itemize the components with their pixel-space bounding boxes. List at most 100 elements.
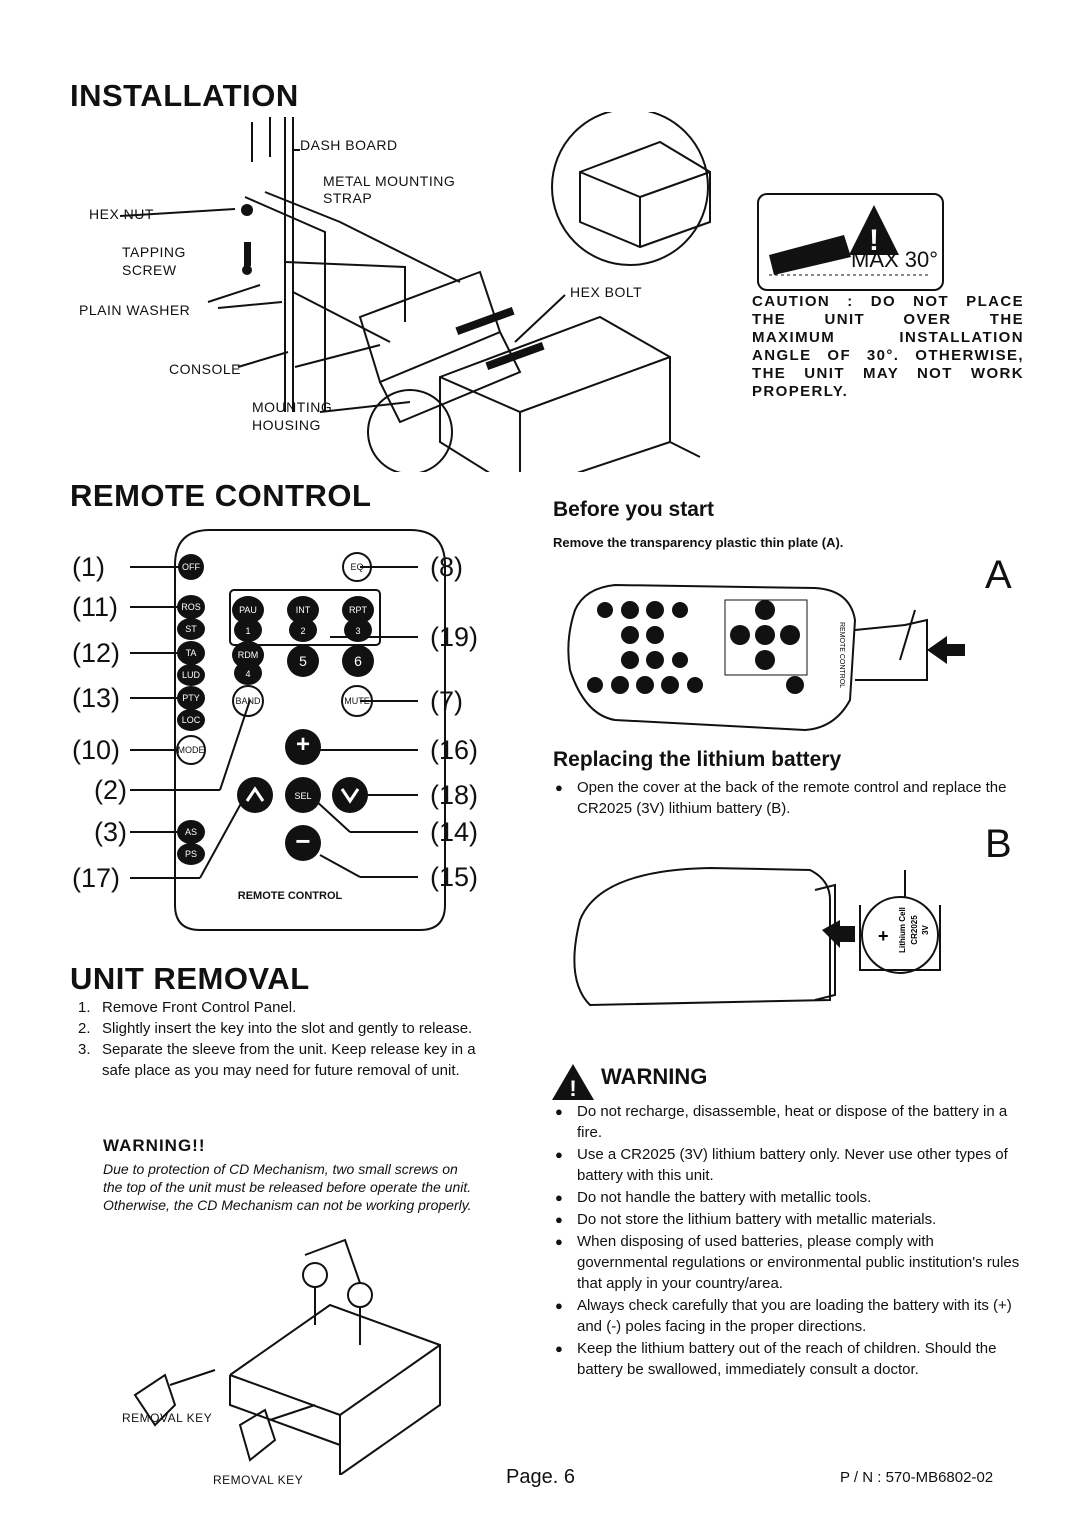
unit-warning-title: WARNING!!: [103, 1136, 206, 1155]
callout-18: (18): [430, 780, 479, 810]
btn-pau-label: PAU: [239, 605, 257, 615]
warning-item: When disposing of used batteries, please…: [553, 1231, 1023, 1294]
callout-8: (8): [430, 552, 463, 582]
btn-pty-label: PTY: [182, 693, 200, 703]
cell-text-2: CR2025: [910, 915, 919, 945]
btn-loc-label: LOC: [182, 715, 201, 725]
off-button: [178, 554, 204, 580]
btn-6-label: 6: [354, 653, 362, 669]
part-number: P / N : 570-MB6802-02: [840, 1469, 994, 1486]
step-number: 3.: [78, 1041, 91, 1058]
unit-removal-diagram: [133, 1238, 441, 1475]
btn-mode-label: MODE: [178, 745, 205, 755]
replace-battery-list: Open the cover at the back of the remote…: [553, 777, 1023, 820]
btn-int-label: INT: [296, 605, 311, 615]
warning-title: WARNING: [601, 1064, 708, 1089]
svg-text:−: −: [295, 826, 310, 856]
cell-text-3: 3V: [921, 924, 930, 934]
removal-step: 2. Slightly insert the key into the slot …: [78, 1018, 498, 1039]
label-tapping-2: SCREW: [122, 262, 177, 278]
callout-19: (19): [430, 622, 479, 652]
removal-step: 3.Separate the sleeve from the unit. Kee…: [78, 1039, 498, 1081]
label-hex-nut: HEX NUT: [89, 206, 154, 222]
unit-removal-title: UNIT REMOVAL: [70, 961, 310, 996]
callout-10: (10): [72, 735, 121, 765]
unit-warning-text: Due to protection of CD Mechanism, two s…: [103, 1161, 472, 1213]
step-number: 2.: [78, 1020, 91, 1037]
label-console: CONSOLE: [169, 361, 241, 377]
figure-letter-b: B: [985, 822, 1012, 866]
label-dash-board: DASH BOARD: [300, 137, 398, 153]
cell-text-1: Lithium Cell: [898, 907, 907, 953]
callout-3: (3): [94, 817, 127, 847]
caution-text: CAUTION : DO NOT PLACE THE UNIT OVER THE…: [752, 293, 1024, 401]
callout-14: (14): [430, 817, 479, 847]
btn-2-label: 2: [300, 626, 305, 636]
btn-3-label: 3: [355, 626, 360, 636]
btn-st-label: ST: [185, 624, 197, 634]
btn-ps-label: PS: [185, 849, 197, 859]
btn-rpt-label: RPT: [349, 605, 368, 615]
label-tapping-1: TAPPING: [122, 244, 186, 260]
installation-title: INSTALLATION: [70, 78, 299, 113]
warning-item: Use a CR2025 (3V) lithium battery only. …: [553, 1144, 1023, 1186]
remote-control-title: REMOTE CONTROL: [70, 478, 372, 513]
label-mounting-1: MOUNTING: [252, 399, 333, 415]
caution-line: PROPERLY.: [752, 383, 849, 400]
removal-key-label-2: REMOVAL KEY: [213, 1473, 304, 1487]
step-number: 1.: [78, 999, 91, 1016]
btn-5-label: 5: [299, 653, 307, 669]
btn-4-label: 4: [245, 669, 250, 679]
caution-line: MAXIMUM INSTALLATION: [752, 329, 1024, 346]
removal-key-label-1: REMOVAL KEY: [122, 1411, 213, 1425]
btn-rdm-label: RDM: [238, 650, 259, 660]
step-text: Slightly insert the key into the slot an…: [102, 1020, 473, 1037]
before-start-title: Before you start: [553, 498, 715, 521]
plate-side-label: REMOTE CONTROL: [838, 622, 845, 688]
callout-13: (13): [72, 683, 121, 713]
max-angle-box: ! MAX 30°: [757, 193, 944, 291]
label-plain-washer: PLAIN WASHER: [79, 302, 191, 318]
btn-ros-label: ROS: [181, 602, 201, 612]
btn-eq-label: EQ: [350, 562, 363, 572]
figure-letter-a: A: [985, 553, 1012, 597]
callout-15: (15): [430, 862, 479, 892]
label-metal-strap-2: STRAP: [323, 190, 373, 206]
max-angle-text: MAX 30°: [851, 247, 939, 272]
svg-text:!: !: [869, 224, 879, 257]
battery-diagram: + Lithium Cell CR2025 3V: [573, 866, 941, 1007]
label-hex-bolt: HEX BOLT: [570, 284, 643, 300]
svg-text:+: +: [296, 731, 310, 758]
caution-line: THE UNIT MAY NOT WORK: [752, 365, 1024, 382]
callout-7: (7): [430, 686, 463, 716]
callout-17: (17): [72, 863, 121, 893]
btn-sel-label: SEL: [294, 791, 311, 801]
caution-line: THE UNIT OVER THE: [752, 311, 1024, 328]
warning-item: Keep the lithium battery out of the reac…: [553, 1338, 1023, 1380]
replace-battery-title: Replacing the lithium battery: [553, 748, 842, 771]
callout-2: (2): [94, 775, 127, 805]
battery-plus: +: [878, 926, 889, 946]
caution-line: ANGLE OF 30°. OTHERWISE,: [752, 347, 1024, 364]
warning-item: Do not handle the battery with metallic …: [553, 1187, 1023, 1208]
btn-mute-label: MUTE: [344, 696, 370, 706]
btn-as-label: AS: [185, 827, 197, 837]
btn-band-label: BAND: [235, 696, 261, 706]
warning-item: Always check carefully that you are load…: [553, 1295, 1023, 1337]
callout-12: (12): [72, 638, 121, 668]
remote-body-label: REMOTE CONTROL: [238, 890, 343, 902]
warning-item: Do not recharge, disassemble, heat or di…: [553, 1101, 1023, 1143]
label-metal-strap-1: METAL MOUNTING: [323, 173, 456, 189]
callout-1: (1): [72, 552, 105, 582]
btn-1-label: 1: [245, 626, 250, 636]
callout-11: (11): [72, 592, 119, 622]
installation-diagram: [119, 112, 711, 472]
label-mounting-2: HOUSING: [252, 417, 321, 433]
before-start-text: Remove the transparency plastic thin pla…: [553, 535, 844, 550]
page-number: Page. 6: [506, 1466, 575, 1488]
remote-control-diagram: + − OFF EQ ROS ST PAU 1 INT 2 RPT 3 TA L…: [130, 529, 446, 931]
removal-step: 1. Remove Front Control Panel.: [78, 997, 498, 1018]
btn-lud-label: LUD: [182, 670, 201, 680]
step-text: Remove Front Control Panel.: [102, 999, 297, 1016]
remote-plate-diagram: REMOTE CONTROL: [567, 583, 965, 732]
